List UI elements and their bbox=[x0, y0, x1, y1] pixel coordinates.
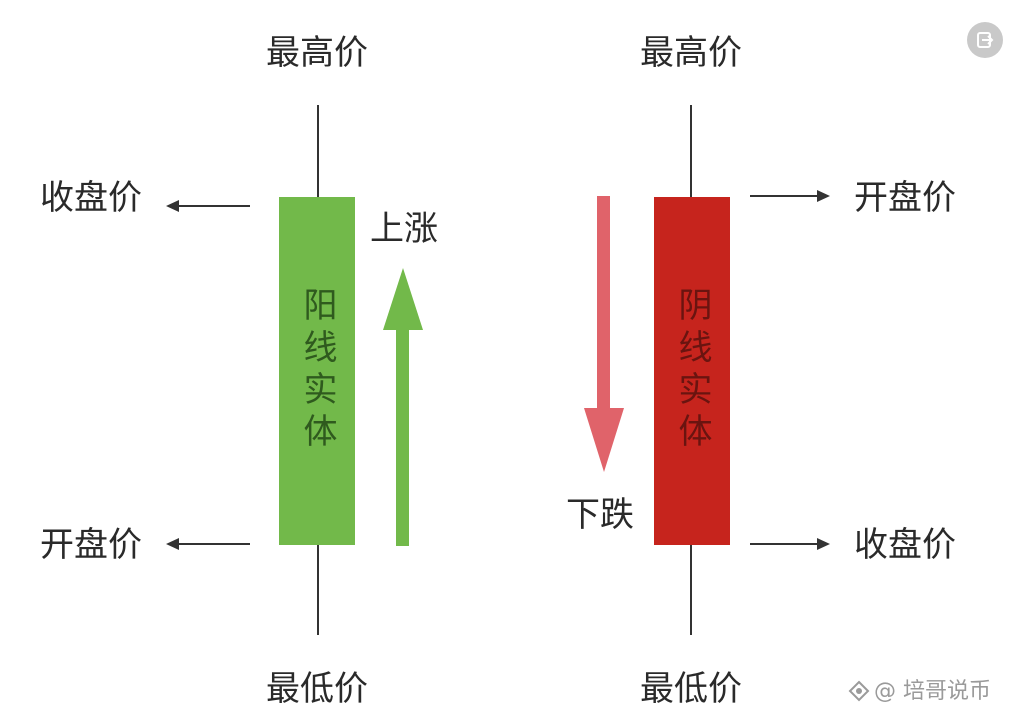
right-trend-label: 下跌 bbox=[566, 495, 634, 535]
left-open-arrow bbox=[166, 538, 250, 550]
left-low-label: 最低价 bbox=[266, 669, 368, 709]
watermark-logo-icon bbox=[848, 680, 870, 702]
left-trend-label: 上涨 bbox=[370, 209, 438, 249]
right-high-label: 最高价 bbox=[640, 33, 742, 73]
left-upper-wick bbox=[317, 105, 319, 198]
right-upper-wick bbox=[690, 105, 692, 198]
right-lower-wick bbox=[690, 545, 692, 635]
right-body-label: 阴线实体 bbox=[672, 287, 712, 455]
up-arrow bbox=[383, 268, 423, 546]
left-close-arrow bbox=[166, 200, 250, 212]
right-close-label: 收盘价 bbox=[854, 525, 956, 565]
right-open-arrow bbox=[750, 190, 830, 202]
left-high-label: 最高价 bbox=[266, 33, 368, 73]
left-candle-body: 阳线实体 bbox=[279, 197, 355, 545]
exit-icon[interactable] bbox=[967, 22, 1003, 58]
down-arrow bbox=[584, 196, 624, 472]
right-low-label: 最低价 bbox=[640, 669, 742, 709]
left-body-label: 阳线实体 bbox=[297, 287, 337, 455]
right-candle-body: 阴线实体 bbox=[654, 197, 730, 545]
watermark: @ 培哥说币 bbox=[848, 673, 991, 705]
left-lower-wick bbox=[317, 545, 319, 635]
right-close-arrow bbox=[750, 538, 830, 550]
left-close-label: 收盘价 bbox=[40, 178, 142, 218]
right-open-label: 开盘价 bbox=[854, 178, 956, 218]
watermark-text: @ 培哥说币 bbox=[874, 679, 991, 704]
left-open-label: 开盘价 bbox=[40, 525, 142, 565]
